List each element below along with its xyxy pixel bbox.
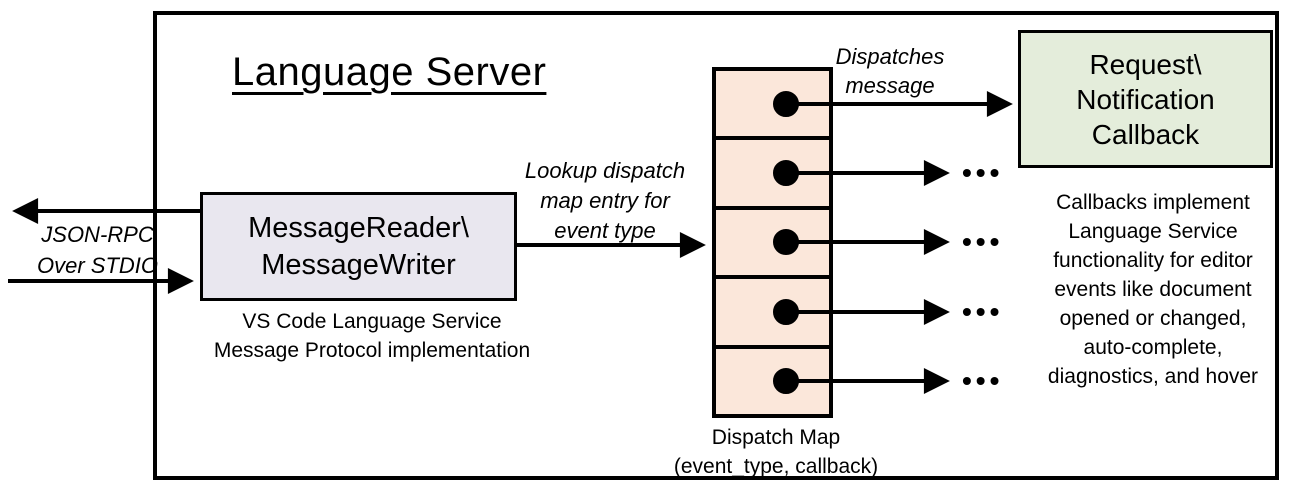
dispatch-map-cell: [716, 205, 829, 276]
ellipsis-row-4: •••: [962, 296, 1004, 327]
dispatch-map: [712, 67, 833, 418]
ellipsis-row-2: •••: [962, 157, 1004, 188]
message-reader-writer-label: MessageReader\ MessageWriter: [248, 211, 469, 281]
ellipsis-row-5: •••: [962, 365, 1004, 396]
diagram-title: Language Server: [232, 50, 547, 94]
dispatch-map-cell: [716, 344, 829, 415]
dispatch-map-cell: [716, 136, 829, 206]
request-notification-callback-box: Request\ Notification Callback: [1018, 30, 1273, 168]
lookup-dispatch-label: Lookup dispatch map entry for event type: [524, 158, 686, 243]
dispatch-map-cell: [716, 275, 829, 345]
language-server-boundary-box: [153, 11, 1279, 480]
json-rpc-stdio-label: JSON-RPC Over STDIO: [36, 222, 158, 278]
callbacks-note: Callbacks implement Language Service fun…: [1047, 191, 1259, 388]
ellipsis-row-3: •••: [962, 226, 1004, 257]
message-reader-writer-box: MessageReader\ MessageWriter: [200, 192, 517, 301]
dispatch-map-caption: Dispatch Map (event_type, callback): [673, 426, 879, 478]
dispatches-message-label: Dispatches message: [835, 44, 945, 98]
reader-caption: VS Code Language Service Message Protoco…: [213, 310, 531, 362]
dispatch-map-cell: [716, 71, 829, 137]
request-notification-callback-label: Request\ Notification Callback: [1076, 48, 1215, 150]
